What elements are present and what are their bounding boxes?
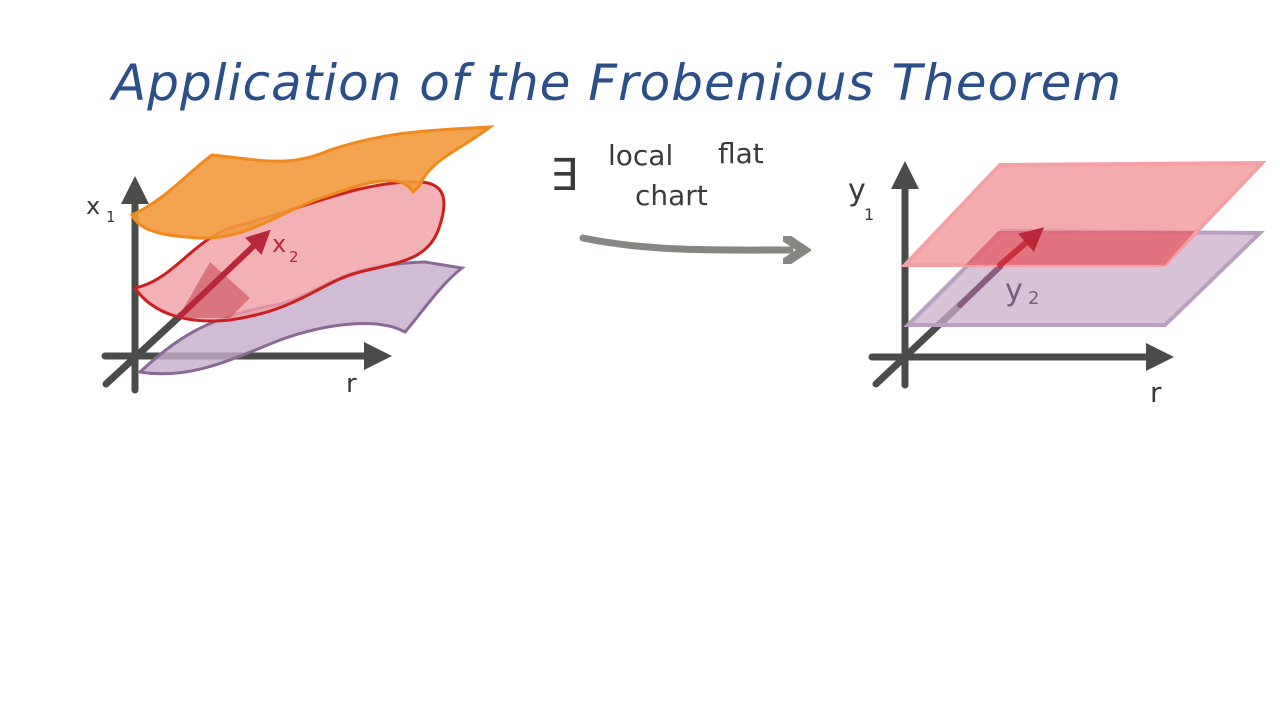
red-flat-plane: [900, 160, 1267, 267]
exists-symbol: ∃: [550, 150, 578, 201]
r-axis-label: r: [346, 369, 357, 399]
word-flat: flat: [718, 137, 764, 170]
right-diagram: y 1 y 2 r: [848, 160, 1267, 409]
plane-overlap: [965, 231, 1195, 265]
word-local: local: [608, 139, 673, 172]
flat-chart-annotation: ∃ local flat chart: [550, 137, 790, 250]
y1-axis-subscript: 1: [864, 205, 874, 224]
x2-axis-subscript: 2: [289, 248, 299, 266]
y1-axis-label: y: [848, 173, 866, 208]
y2-axis-subscript: 2: [1028, 288, 1039, 309]
orange-leaf-surface: [129, 125, 495, 240]
y2-axis-arrow: [997, 227, 1045, 268]
x1-axis-subscript: 1: [106, 208, 116, 226]
page-title: Application of the Frobenious Theorem: [109, 54, 1122, 112]
left-diagram: x 1 x 2 r: [86, 125, 495, 399]
word-chart: chart: [635, 179, 708, 212]
r-axis-label: r: [1150, 376, 1162, 409]
mapping-arrow: [579, 234, 790, 250]
x1-axis-label: x: [86, 192, 100, 220]
x2-axis-arrow: [177, 229, 271, 319]
x2-axis-label: x: [272, 230, 286, 258]
y2-axis-label: y: [1005, 273, 1023, 308]
x2-axis-base: [102, 312, 184, 388]
